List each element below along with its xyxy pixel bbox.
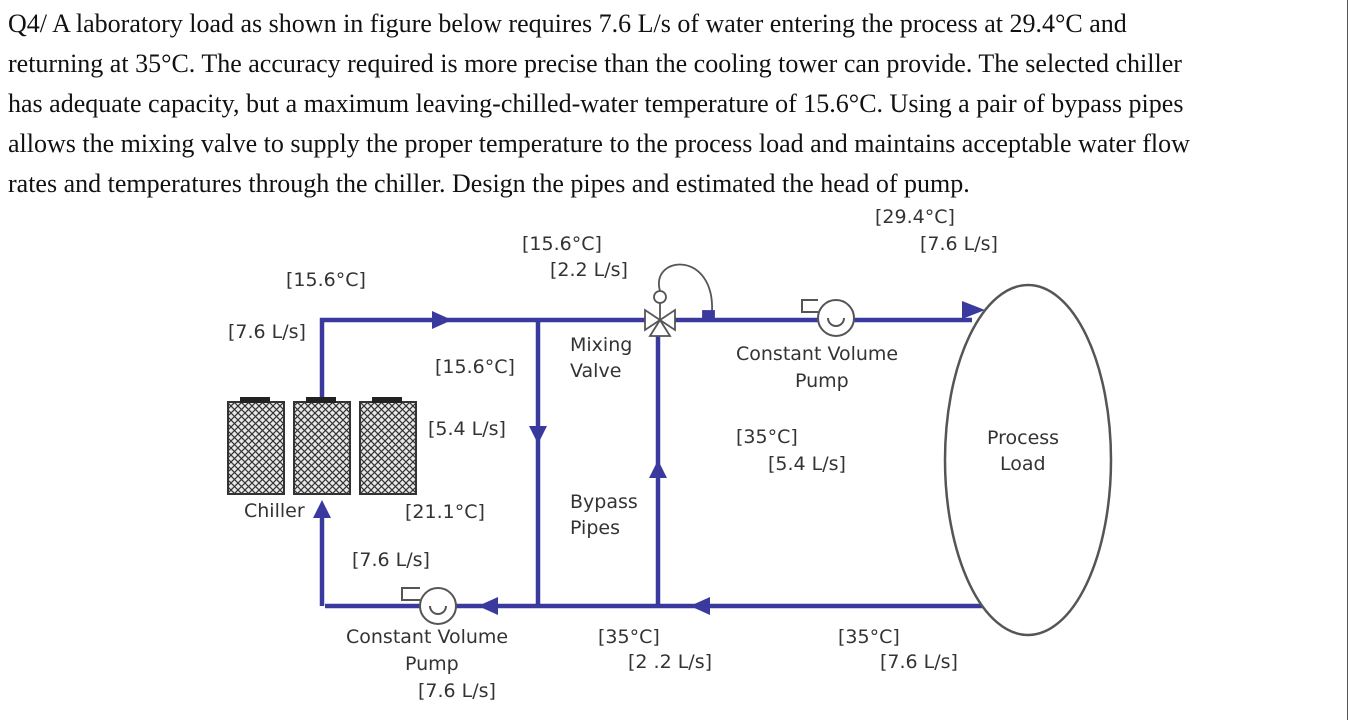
arrow-right-icon xyxy=(962,301,985,319)
chiller-cap xyxy=(372,397,402,403)
arrow-left-icon xyxy=(690,597,710,615)
chiller-return-flow-label: [7.6 L/s] xyxy=(352,549,430,571)
mixing-valve-icon xyxy=(644,263,715,337)
bottom-right-flow-label: [7.6 L/s] xyxy=(880,651,958,673)
chiller-cap xyxy=(240,397,270,403)
mixing-valve-label: Mixing xyxy=(570,334,632,356)
supply-temp-label: [15.6°C] xyxy=(286,269,366,291)
bottom-mid-temp-label: [35°C] xyxy=(598,626,660,648)
bypass-down-flow-label: [5.4 L/s] xyxy=(428,418,506,440)
process-in-flow-label: [7.6 L/s] xyxy=(920,233,998,255)
tee-flow-label: [2.2 L/s] xyxy=(550,259,628,281)
question-text: Q4/ A laboratory load as shown in figure… xyxy=(8,4,1348,204)
arrow-up-icon xyxy=(313,500,331,518)
bypass-pipes-label: Pipes xyxy=(570,517,620,539)
chiller-out-flow-label: [7.6 L/s] xyxy=(228,321,306,343)
arrow-right-icon xyxy=(432,311,452,329)
bypass-pipes-label: Bypass xyxy=(570,491,638,513)
pump-right-label: Pump xyxy=(795,370,849,392)
question-line: Q4/ A laboratory load as shown in figure… xyxy=(8,9,1127,38)
question-line: has adequate capacity, but a maximum lea… xyxy=(8,89,1184,118)
tee-temp-label: [15.6°C] xyxy=(522,233,602,255)
chiller-module xyxy=(293,401,351,495)
pump-right-label: Constant Volume xyxy=(736,343,898,365)
pump-left-flow-label: [7.6 L/s] xyxy=(418,680,496,702)
chiller-module xyxy=(227,401,285,495)
chiller-cap xyxy=(306,397,336,403)
process-load-label: Load xyxy=(1000,453,1046,475)
page-edge-rule xyxy=(1347,0,1348,720)
flow-arrows xyxy=(313,301,985,615)
question-line: allows the mixing valve to supply the pr… xyxy=(8,129,1190,158)
pump-left-label: Constant Volume xyxy=(346,626,508,648)
arrow-left-icon xyxy=(478,597,498,615)
supply-pipe-top-left xyxy=(319,317,655,400)
bottom-mid-flow-label: [2 .2 L/s] xyxy=(628,651,712,673)
question-line: returning at 35°C. The accuracy required… xyxy=(8,49,1182,78)
bypass-up-temp-label: [35°C] xyxy=(736,426,798,448)
question-line: rates and temperatures through the chill… xyxy=(8,169,970,198)
diagram-labels: [15.6°C] [7.6 L/s] [15.6°C] [2.2 L/s] [2… xyxy=(228,206,1059,702)
arrow-up-icon xyxy=(649,460,667,478)
pump-left-icon xyxy=(401,587,457,625)
process-load-label: Process xyxy=(987,427,1059,449)
chiller-unit xyxy=(227,397,417,495)
process-load-vessel xyxy=(943,283,1113,637)
bottom-right-temp-label: [35°C] xyxy=(838,626,900,648)
process-in-temp-label: [29.4°C] xyxy=(875,206,955,228)
chiller-module xyxy=(359,401,417,495)
bypass-down-temp-label: [15.6°C] xyxy=(435,356,515,378)
pump-right-icon xyxy=(801,299,855,337)
chiller-label: Chiller xyxy=(244,500,305,522)
arrow-down-icon xyxy=(529,426,547,444)
chiller-return-temp-label: [21.1°C] xyxy=(405,501,485,523)
mixing-valve-label: Valve xyxy=(570,360,621,382)
bypass-up-flow-label: [5.4 L/s] xyxy=(768,453,846,475)
pump-left-label: Pump xyxy=(405,653,459,675)
